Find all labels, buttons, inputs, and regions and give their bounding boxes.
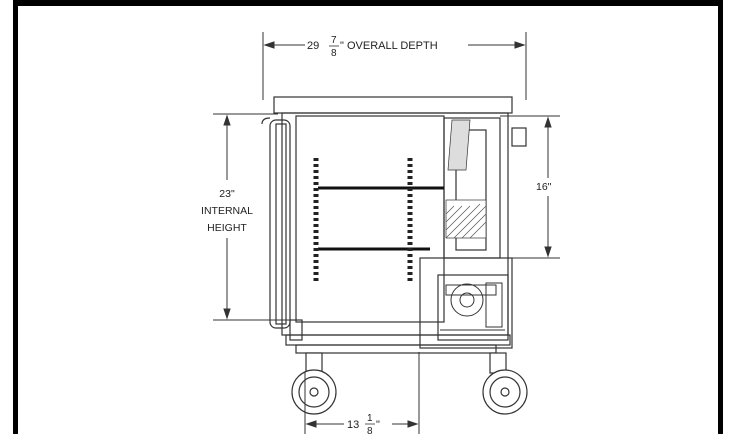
overall-depth-label: " OVERALL DEPTH — [340, 40, 438, 52]
caster-right — [482, 352, 528, 415]
caster-left — [291, 352, 337, 415]
internal-height-line1: INTERNAL — [201, 205, 253, 217]
internal-height-dimension — [213, 113, 296, 321]
overall-depth-numerator: 7 — [331, 35, 337, 46]
base-depth-dimension — [304, 352, 420, 434]
base-depth-whole: 13 — [347, 419, 359, 431]
overall-depth-denominator: 8 — [331, 48, 337, 59]
evaporator-hatch — [445, 119, 487, 239]
overall-depth-dimension — [262, 32, 527, 100]
base-rails — [285, 319, 511, 354]
compressor — [440, 282, 505, 331]
shelves — [318, 186, 444, 251]
base-depth-numerator: 1 — [367, 413, 373, 424]
shelf-standards — [313, 158, 413, 282]
base-depth-denominator: 8 — [367, 426, 373, 434]
internal-height-line2: HEIGHT — [207, 222, 247, 234]
internal-height-value: 23" — [219, 188, 235, 200]
base-depth-suffix: " — [376, 419, 380, 431]
overall-depth-whole: 29 — [307, 40, 319, 52]
cabinet-body — [261, 96, 527, 349]
side-height-value: 16" — [536, 181, 552, 193]
